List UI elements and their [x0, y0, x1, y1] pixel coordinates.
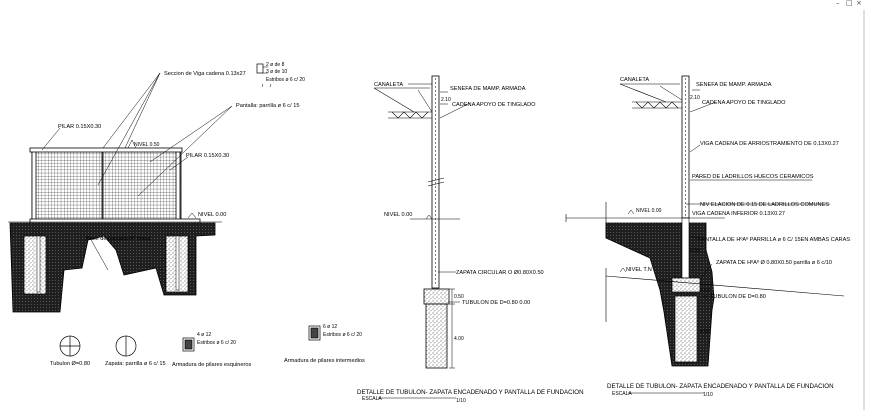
right-dim-top: 2.10 [690, 95, 700, 101]
legend-esq-estribos-label: Estribos ø 6 c/ 20 [197, 340, 236, 346]
middle-tubulon [425, 303, 448, 369]
pilar-left-column [31, 150, 37, 224]
right-escala-value: 1/10 [703, 392, 713, 398]
estribos-viga-label: Estribos ø 6 c/ 20 [266, 77, 305, 83]
legend-esq-bars-label: 4 ø 12 [197, 332, 211, 338]
viga-cadena-top [29, 147, 183, 153]
right-nivel-top-label: NIVEL 0.00 [636, 208, 662, 214]
right-foundation-mass [605, 222, 715, 367]
middle-senefa-label: SENEFA DE MAMP. ARMADA [450, 86, 526, 92]
right-viga-inferior-label: VIGA CADENA INFERIOR 0.13X0.27 [692, 211, 785, 217]
legend-symbols [59, 325, 321, 357]
middle-title: DETALLE DE TUBULON- ZAPATA ENCADENADO Y … [357, 389, 584, 396]
viga-cadena-bottom [29, 218, 201, 224]
legend-int-estribos-label: Estribos ø 6 c/ 20 [323, 332, 362, 338]
legend-esquineros-label: Armadura de pilares esquineros [172, 362, 251, 368]
right-cadena-label: CADENA APOYO DE TINGLADO [702, 100, 786, 106]
middle-tubulon-label: TUBULON DE D=0.80 0.00 [462, 300, 530, 306]
middle-section-detail: CANALETA SENEFA DE MAMP. ARMADA 2.10 CAD… [357, 75, 584, 404]
middle-nivel-label: NIVEL 0.00 [384, 212, 412, 218]
right-zapata [671, 277, 701, 293]
pilar-right-label: PILAR 0.15X0.30 [186, 153, 229, 159]
right-nivel-tn-label: NIVEL T.N [626, 267, 652, 273]
bar-top-label: 2 ø de 8 [266, 62, 285, 68]
right-viga-arriostramiento-label: VIGA CADENA DE ARRIOSTRAMIENTO DE 0.13X0… [700, 141, 839, 147]
middle-canaleta-label: CANALETA [374, 82, 403, 88]
right-zapata-label: ZAPATA DE HºAº Ø 0.80X0.50 parrilla ø 6 … [716, 259, 832, 266]
minimize-icon[interactable]: – [836, 0, 840, 7]
base-pantalla-label: Base de pantalla Hº masa [86, 235, 151, 242]
right-senefa-label: SENEFA DE MAMP. ARMADA [696, 82, 772, 88]
left-wall-panel-2 [102, 150, 182, 222]
left-tubulon-1 [23, 235, 47, 295]
right-escala-label: ESCALA [612, 391, 632, 397]
right-dim-400: 4.00 [700, 329, 710, 335]
middle-dim-400: 4.00 [454, 336, 464, 342]
seccion-viga-label: Seccion de Viga cadena 0.13x27 [164, 71, 246, 77]
right-tubulon-label: TUBULON DE D=0.80 [710, 294, 766, 300]
nivel-ground-label: NIVEL 0.00 [198, 212, 226, 218]
left-foundation-mass [9, 222, 216, 313]
right-pantalla-label: PANTALLA DE HºAº PARRILLA ø 6 C/ 15EN AM… [698, 236, 850, 243]
middle-zapata [423, 288, 450, 305]
right-nivelacion-label: NIV ELACION DE 0.15 DE LADRILLOS COMUNES [700, 202, 829, 208]
right-canaleta-label: CANALETA [620, 77, 649, 83]
pilar-right-column [175, 150, 181, 224]
middle-zapata-label: ZAPATA CIRCULAR O Ø0.80X0.50 [456, 270, 544, 276]
middle-escala-value: 1/10 [456, 398, 466, 404]
legend-tubulon-label: Tubulon Ø=0.80 [50, 361, 90, 367]
bar-bottom-label: 3 ø de 10 [266, 69, 287, 75]
middle-escala-label: ESCALA [362, 396, 382, 402]
right-dim-small: 0.50 [700, 288, 710, 294]
restore-icon[interactable]: □ [846, 0, 853, 7]
middle-cadena-label: CADENA APOYO DE TINGLADO [452, 102, 536, 108]
pilar-left-label: PILAR 0.15X0.30 [58, 124, 101, 130]
legend-zapata-label: Zapata: parrilla ø 6 c/ 15 [105, 361, 166, 367]
pantalla-label: Pantalla: parrilla ø 6 c/ 15 [236, 103, 299, 109]
left-elevation-detail: Seccion de Viga cadena 0.13x27 2 ø de 8 … [8, 62, 365, 368]
pilar-intermedio-symbol [308, 325, 321, 341]
legend-int-bars-label: 6 ø 12 [323, 324, 337, 330]
right-tubulon [674, 295, 698, 363]
close-icon[interactable]: × [856, 0, 862, 7]
middle-dim-050: 0.50 [454, 294, 464, 300]
right-dim-mid: 2.50 [690, 248, 700, 254]
legend-intermedios-label: Armadura de pilares intermedios [284, 358, 365, 364]
nivel-top-label: NIVEL 0.50 [134, 142, 160, 148]
pilar-esquinero-symbol [182, 337, 195, 352]
left-wall-panel-1 [31, 150, 103, 222]
right-pared-label: PARED DE LADRILLOS HUECOS CERAMICOS [692, 174, 814, 180]
middle-dim-top: 2.10 [441, 97, 451, 103]
right-section-detail: CANALETA SENEFA DE MAMP. ARMADA 2.10 CAD… [565, 75, 850, 398]
right-title: DETALLE DE TUBULON- ZAPATA ENCADENADO Y … [607, 383, 834, 390]
